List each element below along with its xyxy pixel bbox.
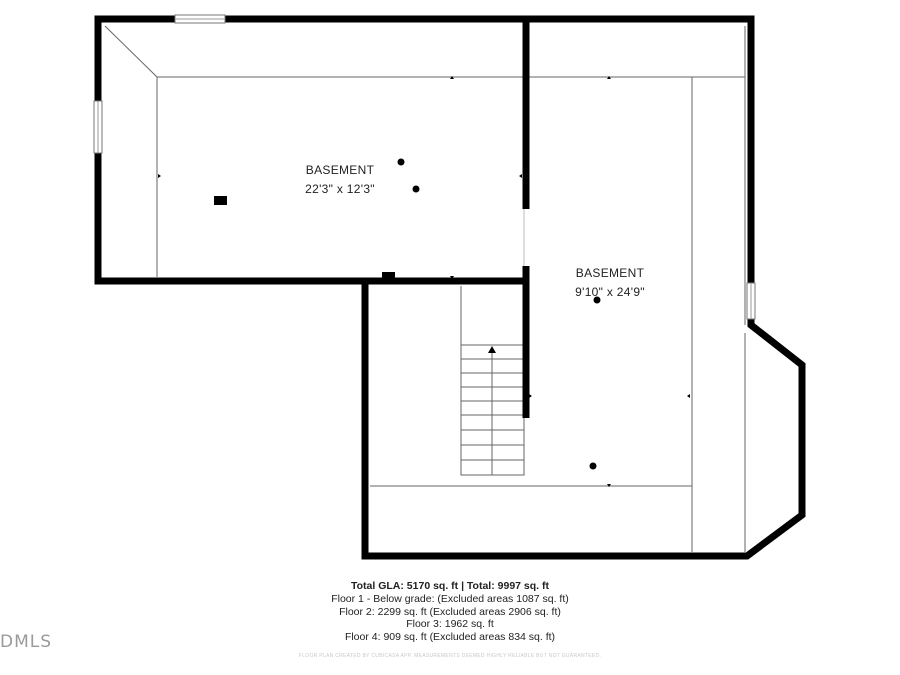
total-area: Total GLA: 5170 sq. ft | Total: 9997 sq.…: [351, 580, 549, 592]
floor-4-area: Floor 4: 909 sq. ft (Excluded areas 834 …: [344, 631, 556, 644]
ceiling-light: [593, 296, 601, 304]
floor-2-area: Floor 2: 2299 sq. ft (Excluded areas 290…: [339, 605, 561, 618]
room-dimensions: 9'10" x 24'9": [575, 285, 645, 299]
room-dimensions: 22'3" x 12'3": [305, 182, 375, 196]
stair-direction-arrow-icon: [488, 346, 496, 353]
fixtures: [214, 158, 601, 470]
floor-1-area: Floor 1 - Below grade: (Excluded areas 1…: [331, 592, 569, 605]
edge-markers: [158, 76, 690, 487]
fixture-square: [214, 196, 227, 205]
ceiling-light: [397, 158, 405, 166]
room-name: BASEMENT: [575, 266, 645, 280]
windows: [93, 14, 756, 320]
ceiling-light: [589, 462, 597, 470]
interior-outlines: [104, 25, 746, 552]
ceiling-light: [412, 185, 420, 193]
walls: [94, 15, 806, 560]
fixture-wall-box: [382, 272, 395, 279]
area-summary: Total GLA: 5170 sq. ft | Total: 9997 sq.…: [200, 580, 700, 644]
disclaimer: FLOOR PLAN CREATED BY CUBICASA APP. MEAS…: [298, 653, 602, 659]
room-label-basement-2: BASEMENT 9'10" x 24'9": [540, 264, 680, 302]
room-label-basement-1: BASEMENT 22'3" x 12'3": [270, 161, 410, 199]
staircase: [460, 344, 525, 476]
room-name: BASEMENT: [305, 163, 375, 177]
dmls-watermark-logo: DMLS: [0, 632, 53, 652]
floor-3-area: Floor 3: 1962 sq. ft: [406, 618, 494, 631]
